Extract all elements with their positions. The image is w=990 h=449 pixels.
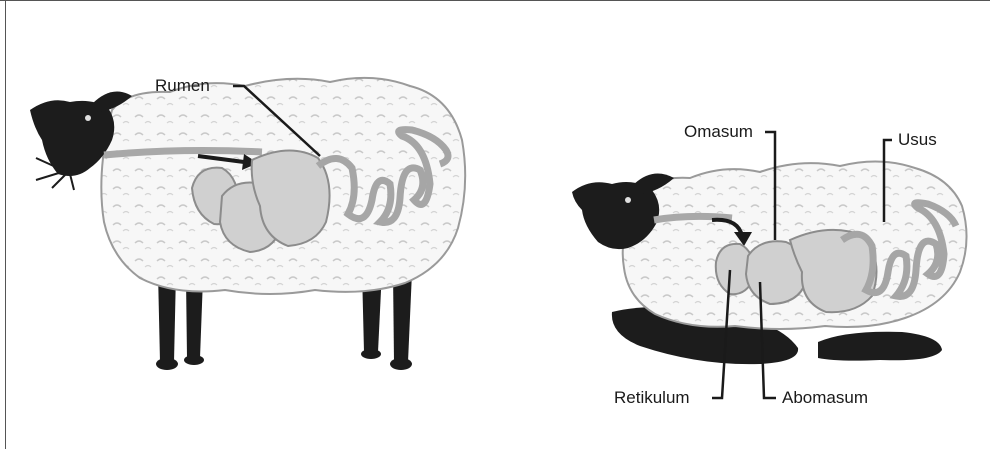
- lying-sheep: [572, 161, 967, 364]
- retikulum-label: Retikulum: [614, 388, 690, 408]
- abomasum-label: Abomasum: [782, 388, 868, 408]
- usus-label: Usus: [898, 130, 937, 150]
- standing-sheep: [30, 78, 465, 370]
- lying-sheep-eye: [625, 197, 631, 203]
- rumen-label: Rumen: [155, 76, 210, 96]
- omasum-label: Omasum: [684, 122, 753, 142]
- standing-sheep-eye: [85, 115, 91, 121]
